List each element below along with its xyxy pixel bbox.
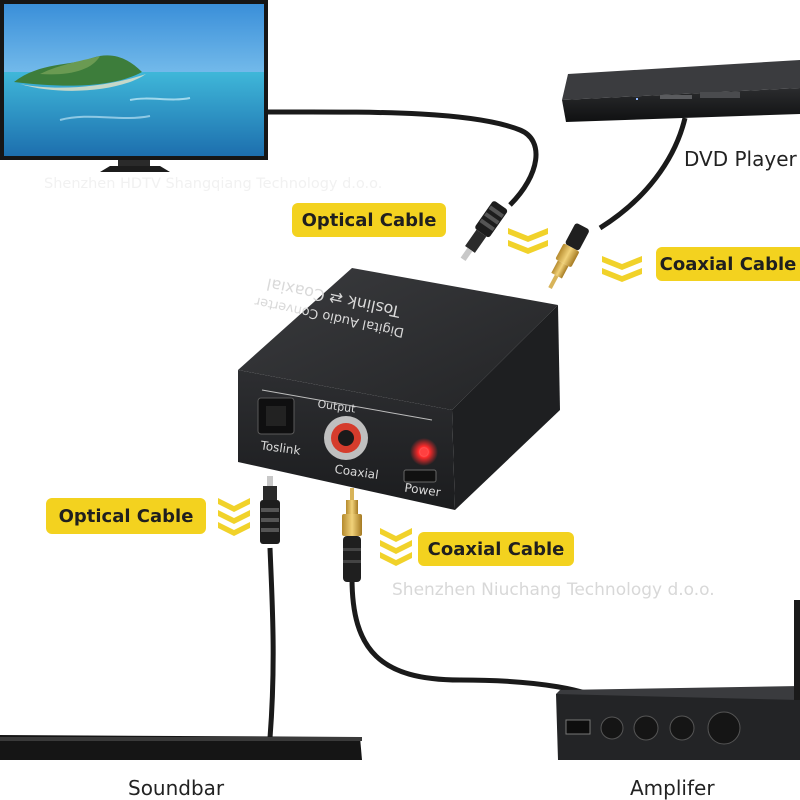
amplifier-usb — [565, 719, 591, 735]
chevron-arrow-icon — [602, 256, 642, 282]
port-label-toslink: Toslink — [259, 438, 302, 458]
watermark-middle: Shenzhen Niuchang Technology d.o.o. — [392, 580, 715, 600]
optical-cable-top — [267, 109, 539, 207]
coaxial-cable-top — [598, 117, 688, 231]
optical-cable-label-top: Optical Cable — [292, 203, 446, 237]
top-cables — [267, 109, 688, 231]
amplifier-label: Amplifer — [630, 776, 715, 800]
power-port — [403, 469, 437, 483]
amplifier — [556, 600, 800, 760]
chevron-arrow-icon — [218, 498, 250, 536]
amplifier-knob — [707, 711, 741, 745]
converter-box: Toslink ⇄ Coaxial Digital Audio Converte… — [238, 268, 560, 510]
dvd-player — [562, 60, 800, 122]
port-label-coaxial: Coaxial — [334, 462, 380, 482]
optical-plug-top — [460, 201, 508, 262]
soundbar-label: Soundbar — [128, 776, 225, 800]
output-label: Output — [317, 397, 357, 415]
coaxial-cable-label-bottom: Coaxial Cable — [418, 532, 574, 566]
converter-top — [238, 268, 558, 410]
optical-cable-label-bottom: Optical Cable — [46, 498, 206, 534]
optical-cable-bottom — [267, 547, 276, 739]
watermark-top: Shenzhen HDTV Shangqiang Technology d.o.… — [44, 176, 383, 192]
soundbar — [0, 735, 362, 760]
port-label-power: Power — [404, 481, 442, 500]
tv — [0, 0, 268, 172]
coaxial-plug-bottom — [342, 488, 362, 582]
amplifier-knob — [669, 715, 695, 741]
tv-stand — [100, 166, 170, 172]
amplifier-knob — [633, 715, 659, 741]
amplifier-knob — [600, 716, 624, 740]
coaxial-cable-label-top: Coaxial Cable — [656, 247, 800, 281]
chevron-arrow-icon — [508, 228, 548, 254]
dvd-player-label: DVD Player — [684, 147, 797, 171]
chevron-arrow-icon — [380, 528, 412, 566]
amplifier-antenna — [794, 600, 800, 700]
coaxial-plug-top — [548, 223, 589, 289]
optical-plug-bottom — [260, 476, 280, 544]
tv-sea — [4, 72, 264, 156]
converter-side — [452, 305, 560, 510]
